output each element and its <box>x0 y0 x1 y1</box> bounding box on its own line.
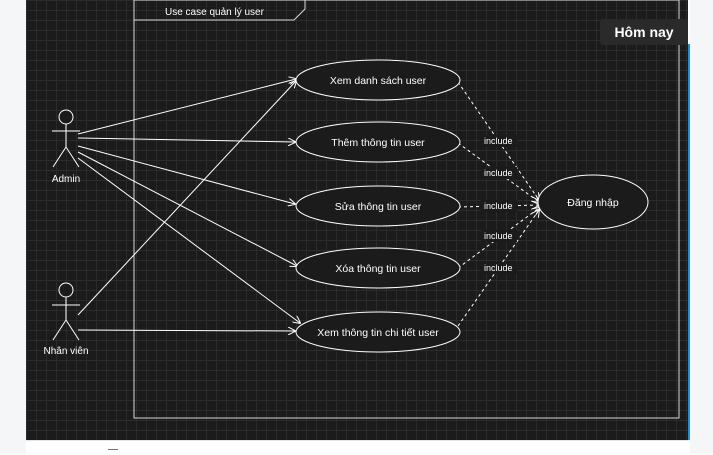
use-case-labels: Xem danh sách user Thêm thông tin user S… <box>317 75 619 339</box>
use-case-label: Đăng nhập <box>567 197 619 209</box>
accent-line <box>688 44 690 440</box>
use-case-uc3 <box>295 185 461 227</box>
assoc-admin-uc1 <box>77 79 296 135</box>
include-label: include <box>484 231 513 241</box>
use-case-uc4 <box>295 247 461 289</box>
use-case-label: Xóa thông tin user <box>335 263 421 275</box>
use-case-label: Thêm thông tin user <box>331 137 425 149</box>
include-uc3 <box>457 205 539 207</box>
include-label: include <box>484 201 513 211</box>
use-case-ellipses <box>295 59 649 353</box>
association-lines <box>77 79 300 331</box>
today-badge: Hôm nay <box>600 19 688 45</box>
use-case-login <box>537 174 649 230</box>
use-case-label: Xem danh sách user <box>330 75 427 87</box>
actor-label-admin: Admin <box>52 174 80 185</box>
include-label-group: include include include include include <box>481 135 517 274</box>
actor-admin <box>52 109 80 168</box>
actor-nhanvien <box>52 282 80 341</box>
actor-head <box>58 282 74 298</box>
actor-label-nhanvien: Nhân viên <box>43 346 88 357</box>
include-label: include <box>484 263 513 273</box>
right-gutter <box>690 0 713 454</box>
include-label: include <box>484 168 513 178</box>
assoc-admin-uc2 <box>77 137 295 142</box>
system-boundary <box>133 0 680 419</box>
use-case-uc1 <box>295 59 461 101</box>
assoc-nhanvien-uc1 <box>77 81 296 316</box>
assoc-admin-uc3 <box>77 145 295 204</box>
left-gutter <box>0 0 26 454</box>
use-case-label: Xem thông tin chi tiết user <box>317 327 439 339</box>
use-case-diagram: Use case quản lý user include include <box>43 0 680 419</box>
use-case-label: Sửa thông tin user <box>335 201 422 213</box>
assoc-admin-uc4 <box>77 151 297 266</box>
assoc-nhanvien-uc5 <box>77 330 295 331</box>
stray-mark <box>108 449 118 453</box>
include-label: include <box>484 136 513 146</box>
use-case-uc5 <box>295 311 461 353</box>
diagram-canvas: Use case quản lý user include include <box>26 0 688 440</box>
use-case-uc2 <box>295 121 461 163</box>
assoc-admin-uc5 <box>77 157 300 323</box>
actor-head <box>58 109 74 125</box>
bottom-strip <box>26 440 688 455</box>
boundary-title-tab <box>133 0 306 21</box>
boundary-title: Use case quản lý user <box>165 7 265 18</box>
